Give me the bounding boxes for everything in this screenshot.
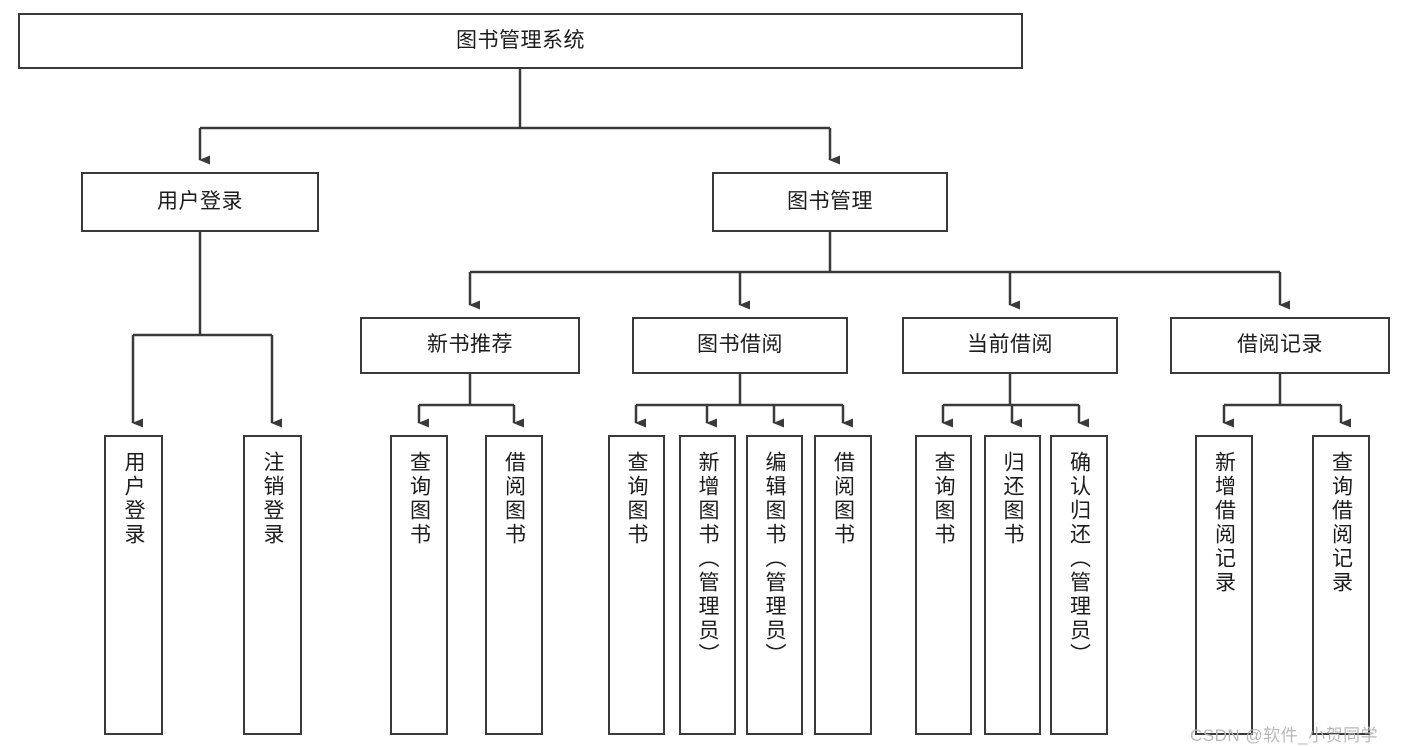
node-leaf-user-login-label: 用户登录 xyxy=(122,451,145,547)
node-leaf-user-login[interactable]: 用户登录 xyxy=(104,435,163,735)
node-new-book-recommend-label: 新书推荐 xyxy=(427,333,513,357)
node-leaf-query-book-1-label: 查询图书 xyxy=(407,451,431,547)
node-root-label: 图书管理系统 xyxy=(456,28,585,52)
node-leaf-confirm-return[interactable]: 确认归还（管理员） xyxy=(1050,435,1108,735)
node-new-book-recommend[interactable]: 新书推荐 xyxy=(360,317,580,374)
node-user-login[interactable]: 用户登录 xyxy=(81,172,319,232)
node-leaf-query-book-3-label: 查询图书 xyxy=(932,451,955,547)
node-current-borrow[interactable]: 当前借阅 xyxy=(902,317,1118,374)
node-book-borrow-label: 图书借阅 xyxy=(697,333,783,357)
node-leaf-query-book-3[interactable]: 查询图书 xyxy=(915,435,972,735)
node-leaf-logout-label: 注销登录 xyxy=(261,451,284,547)
node-leaf-borrow-book-1-label: 借阅图书 xyxy=(502,451,526,547)
node-leaf-add-record-label: 新增借阅记录 xyxy=(1212,451,1236,595)
node-book-borrow[interactable]: 图书借阅 xyxy=(632,317,848,374)
node-leaf-add-book[interactable]: 新增图书（管理员） xyxy=(679,435,736,735)
node-current-borrow-label: 当前借阅 xyxy=(967,333,1053,357)
node-borrow-record[interactable]: 借阅记录 xyxy=(1170,317,1390,374)
connector-lines xyxy=(131,69,1351,428)
node-leaf-confirm-return-label: 确认归还（管理员） xyxy=(1067,451,1091,667)
node-leaf-borrow-book-1[interactable]: 借阅图书 xyxy=(485,435,543,735)
node-leaf-return-book[interactable]: 归还图书 xyxy=(984,435,1041,735)
node-leaf-query-book-1[interactable]: 查询图书 xyxy=(390,435,448,735)
node-book-manage[interactable]: 图书管理 xyxy=(712,172,948,232)
node-leaf-logout[interactable]: 注销登录 xyxy=(243,435,302,735)
node-user-login-label: 用户登录 xyxy=(157,189,243,213)
node-leaf-edit-book[interactable]: 编辑图书（管理员） xyxy=(746,435,803,735)
node-leaf-add-record[interactable]: 新增借阅记录 xyxy=(1195,435,1253,735)
node-leaf-borrow-book-2[interactable]: 借阅图书 xyxy=(814,435,872,735)
node-leaf-edit-book-label: 编辑图书（管理员） xyxy=(763,451,786,667)
node-leaf-borrow-book-2-label: 借阅图书 xyxy=(831,451,855,547)
node-leaf-return-book-label: 归还图书 xyxy=(1001,451,1024,547)
node-leaf-query-record-label: 查询借阅记录 xyxy=(1329,451,1353,595)
node-borrow-record-label: 借阅记录 xyxy=(1237,333,1323,357)
node-leaf-add-book-label: 新增图书（管理员） xyxy=(696,451,719,667)
csdn-watermark: CSDN @软件_小贺同学 xyxy=(1190,726,1379,745)
node-leaf-query-record[interactable]: 查询借阅记录 xyxy=(1312,435,1370,735)
node-book-manage-label: 图书管理 xyxy=(787,189,873,213)
node-root[interactable]: 图书管理系统 xyxy=(18,13,1023,69)
node-leaf-query-book-2[interactable]: 查询图书 xyxy=(608,435,665,735)
node-leaf-query-book-2-label: 查询图书 xyxy=(625,451,648,547)
